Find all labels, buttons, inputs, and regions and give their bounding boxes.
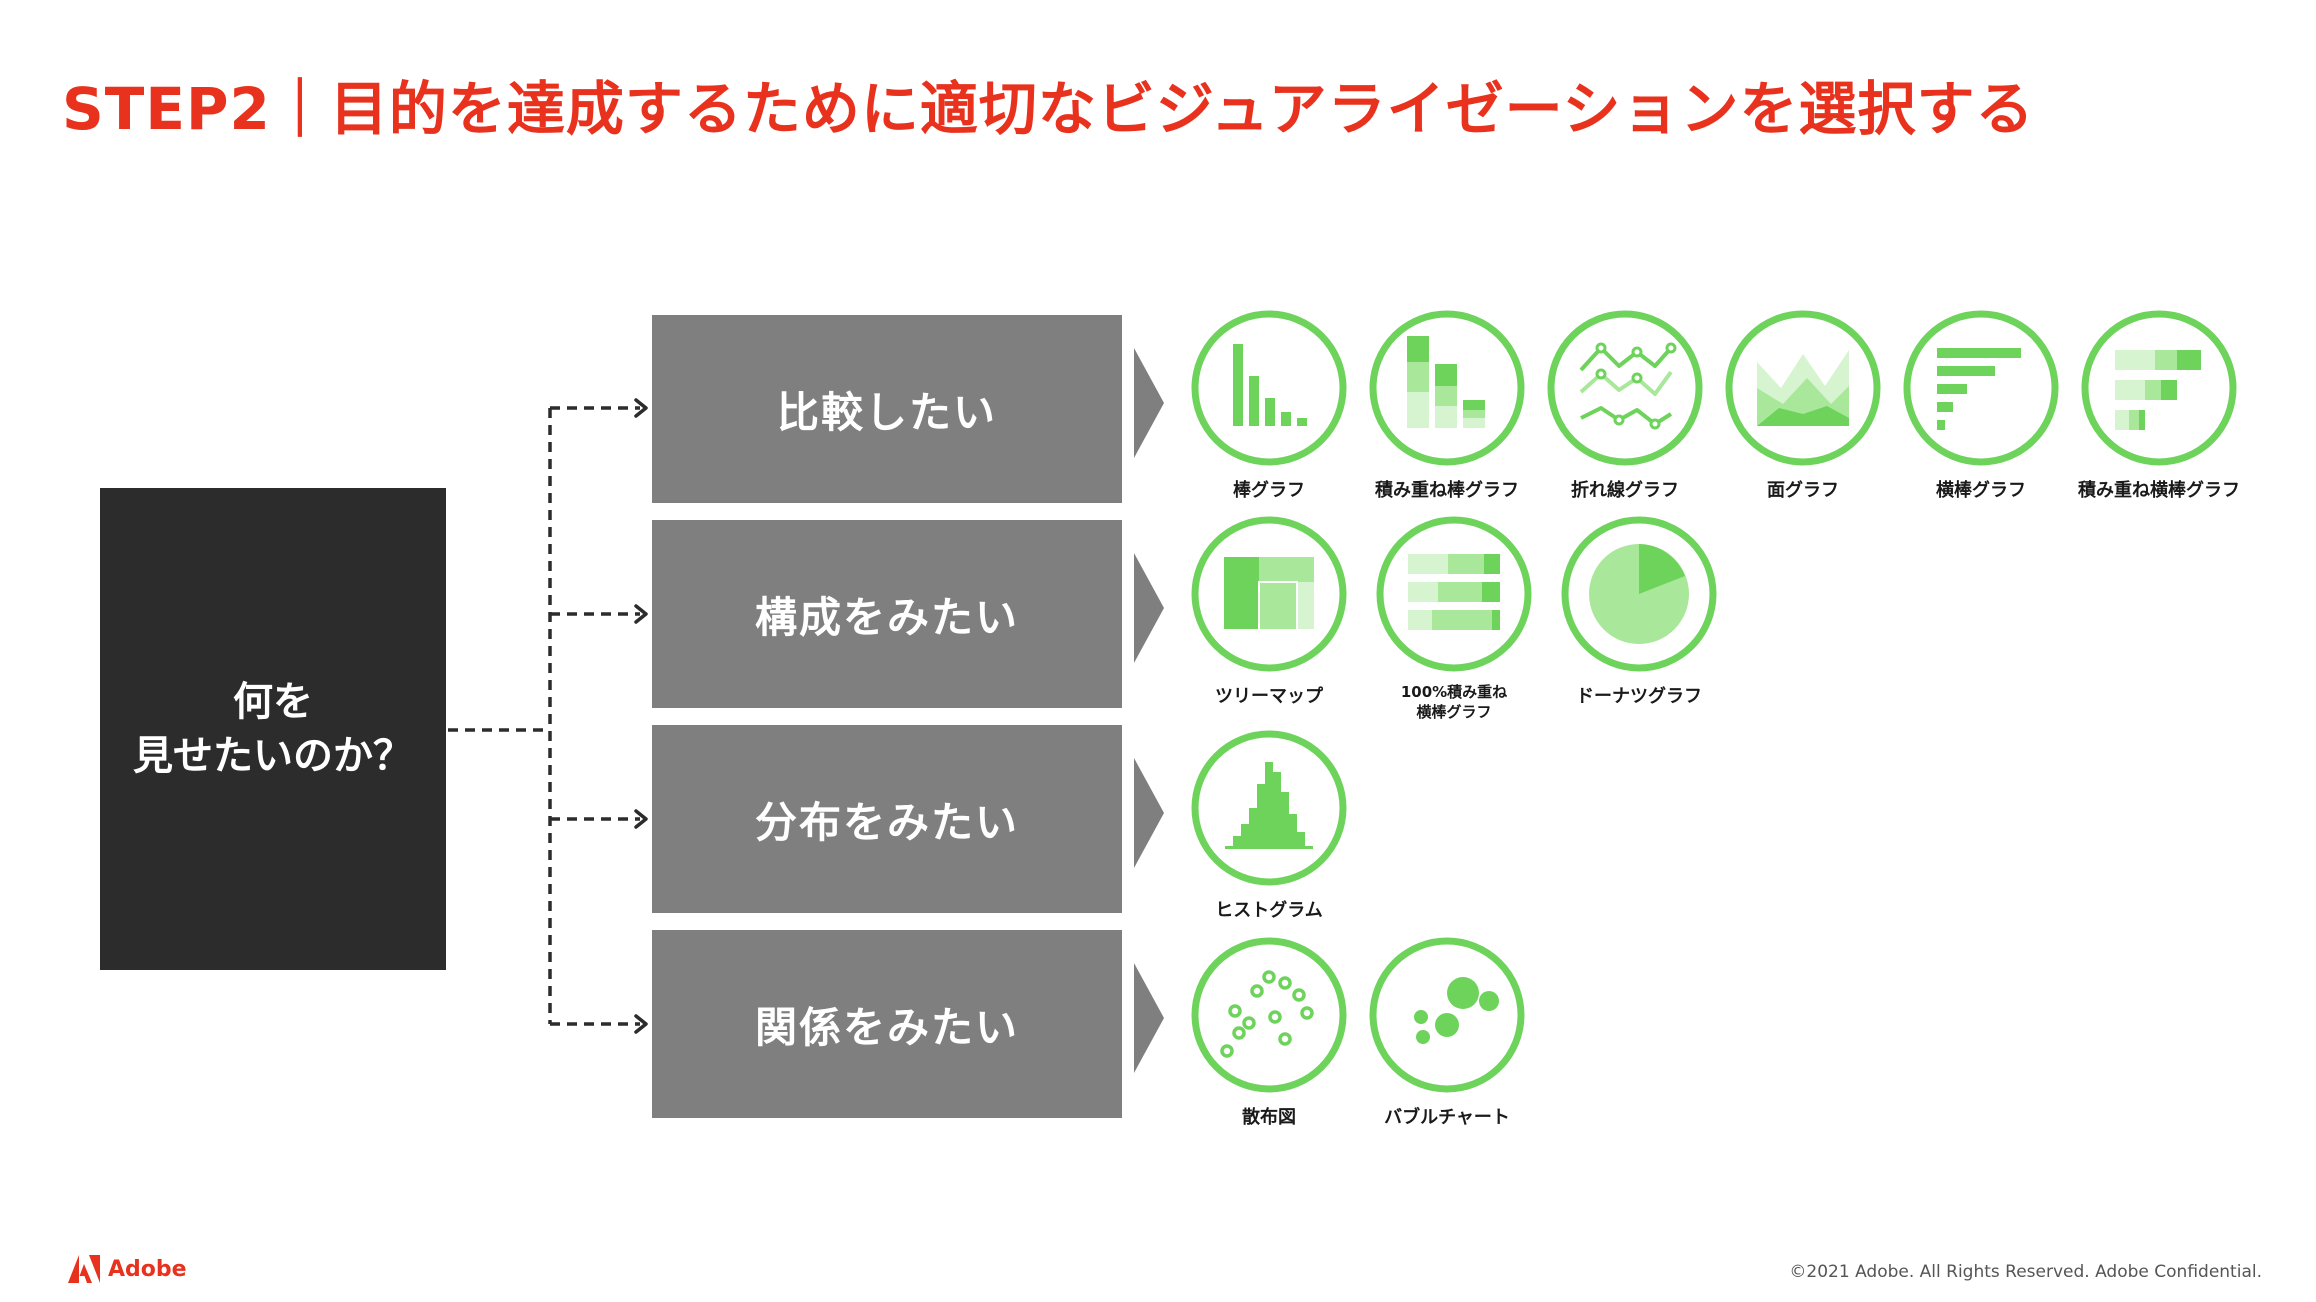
- chart-label: 100%積み重ね 横棒グラフ: [1364, 682, 1544, 722]
- chart-type-area: 面グラフ: [1713, 308, 1893, 502]
- chevron-icon: [1134, 553, 1164, 663]
- chart-type-100-percent-stacked-horizontal-bar: 100%積み重ね 横棒グラフ: [1364, 514, 1544, 722]
- chart-type-treemap: ツリーマップ: [1179, 514, 1359, 708]
- category-relationship: 関係をみたい: [652, 930, 1122, 1118]
- chevron-icon: [1134, 348, 1164, 458]
- chevron-icon: [1134, 963, 1164, 1073]
- chart-label: 折れ線グラフ: [1571, 480, 1679, 501]
- chart-label: 散布図: [1242, 1107, 1296, 1128]
- horizontal-bar-chart-icon: [1903, 310, 2059, 466]
- donut-chart-icon: [1561, 516, 1717, 672]
- adobe-logo-icon: [68, 1255, 100, 1283]
- category-distribution: 分布をみたい: [652, 725, 1122, 913]
- chart-label-line-2: 横棒グラフ: [1416, 703, 1492, 721]
- arrowhead-3: [634, 809, 648, 829]
- chart-type-stacked-bar: 積み重ね棒グラフ: [1357, 308, 1537, 502]
- category-composition: 構成をみたい: [652, 520, 1122, 708]
- chart-type-line: 折れ線グラフ: [1535, 308, 1715, 502]
- chart-label: ツリーマップ: [1215, 686, 1323, 707]
- chart-label: バブルチャート: [1384, 1107, 1510, 1128]
- brand-name: Adobe: [108, 1256, 187, 1282]
- histogram-icon: [1191, 730, 1347, 886]
- chart-type-histogram: ヒストグラム: [1179, 728, 1359, 922]
- bar-chart-icon: [1191, 310, 1347, 466]
- chart-type-donut: ドーナツグラフ: [1549, 514, 1729, 708]
- adobe-logo: Adobe: [68, 1255, 187, 1283]
- chart-label-line-1: 100%積み重ね: [1400, 683, 1508, 701]
- arrowhead-4: [634, 1014, 648, 1034]
- percent-stacked-horizontal-bar-icon: [1376, 516, 1532, 672]
- chart-label: 横棒グラフ: [1936, 480, 2026, 501]
- question-box: 何を 見せたいのか？: [100, 488, 446, 970]
- chart-label: ドーナツグラフ: [1576, 686, 1702, 707]
- chart-label: ヒストグラム: [1215, 900, 1323, 921]
- area-chart-icon: [1725, 310, 1881, 466]
- category-comparison: 比較したい: [652, 315, 1122, 503]
- chart-label: 積み重ね横棒グラフ: [2078, 480, 2240, 501]
- chart-label: 積み重ね棒グラフ: [1375, 480, 1519, 501]
- chart-type-bar: 棒グラフ: [1179, 308, 1359, 502]
- chevron-icon: [1134, 758, 1164, 868]
- question-line-1: 何を: [233, 679, 313, 725]
- chart-label: 棒グラフ: [1233, 480, 1305, 501]
- page-title: STEP2｜目的を達成するために適切なビジュアライゼーションを選択する: [62, 75, 2035, 143]
- chart-label: 面グラフ: [1767, 480, 1839, 501]
- stacked-horizontal-bar-chart-icon: [2081, 310, 2237, 466]
- stacked-bar-chart-icon: [1369, 310, 1525, 466]
- connector-lines: [448, 398, 648, 1034]
- chart-type-scatter: 散布図: [1179, 935, 1359, 1129]
- bubble-chart-icon: [1369, 937, 1525, 1093]
- scatter-plot-icon: [1191, 937, 1347, 1093]
- chart-type-horizontal-bar: 横棒グラフ: [1891, 308, 2071, 502]
- arrowhead-2: [634, 604, 648, 624]
- treemap-icon: [1191, 516, 1347, 672]
- arrowhead-1: [634, 398, 648, 418]
- chart-type-stacked-horizontal-bar: 積み重ね横棒グラフ: [2069, 308, 2249, 502]
- copyright-text: ©2021 Adobe. All Rights Reserved. Adobe …: [1789, 1262, 2262, 1282]
- question-line-2: 見せたいのか？: [133, 733, 413, 779]
- chart-type-bubble: バブルチャート: [1357, 935, 1537, 1129]
- line-chart-icon: [1547, 310, 1703, 466]
